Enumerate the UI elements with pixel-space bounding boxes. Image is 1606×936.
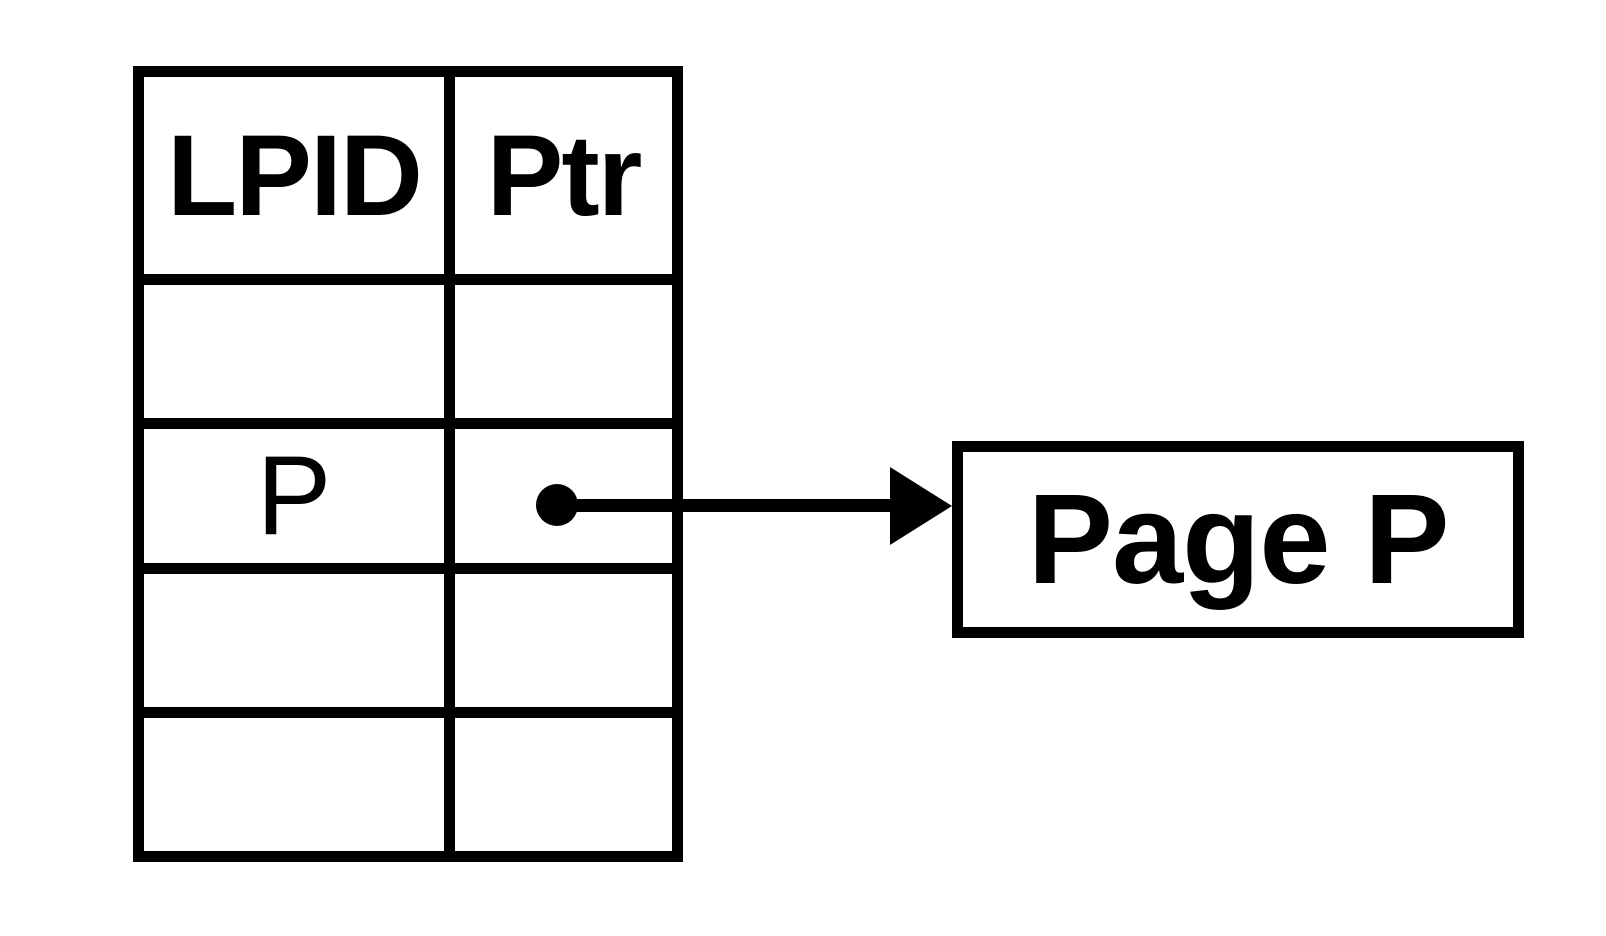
target-page-label: Page P [1027, 468, 1450, 611]
column-header-lpid: LPID [144, 77, 444, 274]
cell-lpid-row3 [144, 717, 444, 851]
cell-lpid-row0 [144, 285, 444, 419]
cell-ptr-row0 [455, 285, 672, 419]
cell-lpid-row1: P [144, 429, 444, 563]
target-page-box: Page P [952, 441, 1524, 638]
cell-lpid-row2 [144, 573, 444, 707]
column-header-ptr: Ptr [455, 77, 672, 274]
cell-ptr-row3 [455, 717, 672, 851]
mapping-table: LPID Ptr P [133, 66, 683, 862]
pointer-arrowhead-icon [890, 467, 952, 545]
pointer-arrow-line [557, 499, 895, 512]
cell-ptr-row2 [455, 573, 672, 707]
